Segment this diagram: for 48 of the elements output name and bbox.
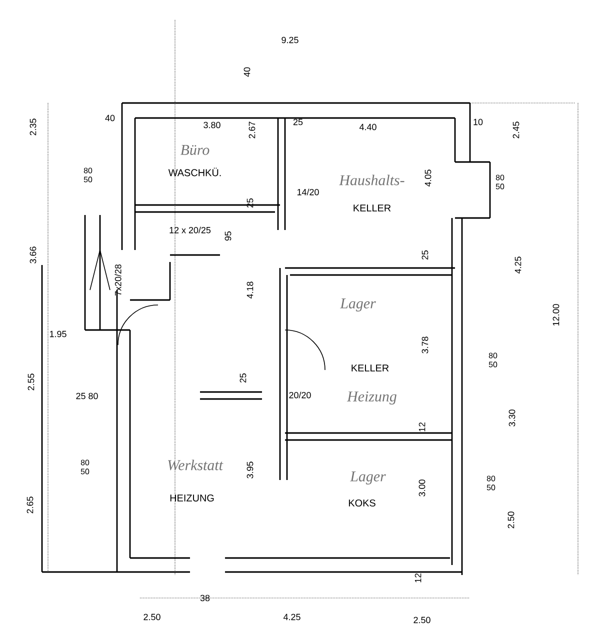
- dimension-label: 12: [414, 573, 422, 582]
- dimension-label: 9.25: [282, 36, 298, 44]
- handwritten-room-label: Büro: [180, 145, 210, 155]
- dimension-label: 3.30: [508, 410, 516, 426]
- dimension-label: 4.18: [246, 282, 254, 299]
- dimension-label: 25 80: [76, 392, 98, 400]
- handwritten-room-label: Haushalts-: [339, 174, 404, 186]
- dimension-label: 12.00: [552, 304, 560, 326]
- dimension-label: 2.50: [144, 614, 160, 620]
- dimension-label: 12 x 20/25: [170, 226, 211, 234]
- room-label: WASCHKÜ.: [168, 168, 221, 176]
- handwritten-room-label: Heizung: [346, 391, 396, 405]
- dimension-label: 40: [105, 114, 115, 122]
- handwritten-room-label: Werkstatt: [168, 460, 224, 470]
- dimension-label: 2.67: [248, 122, 256, 138]
- dimension-label: 25: [293, 118, 303, 126]
- dimension-label: 7x20/28: [114, 264, 122, 296]
- dimension-label: 2.45: [512, 122, 520, 138]
- dimension-label: 14/20: [297, 188, 319, 196]
- dimension-label: 38: [200, 594, 210, 602]
- dimension-label: 40: [244, 67, 250, 77]
- dimension-label: 3.80: [204, 122, 220, 128]
- room-label: KOKS: [348, 499, 376, 507]
- room-label: KELLER: [352, 364, 389, 372]
- dimension-label: 25: [422, 250, 428, 260]
- dimension-label: 2.55: [28, 374, 34, 390]
- room-label: KELLER: [354, 204, 391, 212]
- dimension-label: 20/20: [289, 392, 311, 398]
- dimension-label: 10: [474, 118, 483, 126]
- dimension-label: 2.50: [414, 616, 430, 624]
- handwritten-room-label: Lager: [350, 472, 386, 484]
- handwritten-room-label: Lager: [340, 298, 376, 312]
- dimension-label: 4.05: [424, 170, 432, 187]
- dimension-label: 3.78: [422, 336, 428, 354]
- dimension-label: 3.00: [418, 480, 426, 496]
- dimension-label: 4.25: [514, 256, 522, 274]
- dimension-label: 2.50: [508, 512, 514, 528]
- dimension-label: 4.40: [359, 124, 376, 130]
- dimension-label: 12: [418, 422, 426, 432]
- dimension-label: 3.95: [246, 462, 254, 478]
- dimension-label: 95: [224, 231, 232, 241]
- dimension-label: 3.66: [30, 246, 36, 264]
- dimension-label: 2.35: [30, 118, 36, 136]
- room-label: HEIZUNG: [170, 494, 214, 502]
- dimension-label: 1.95: [50, 330, 66, 338]
- dimension-label: 4.25: [283, 614, 300, 620]
- dimension-label: 25: [240, 373, 246, 383]
- dimension-label: 2.65: [26, 496, 34, 514]
